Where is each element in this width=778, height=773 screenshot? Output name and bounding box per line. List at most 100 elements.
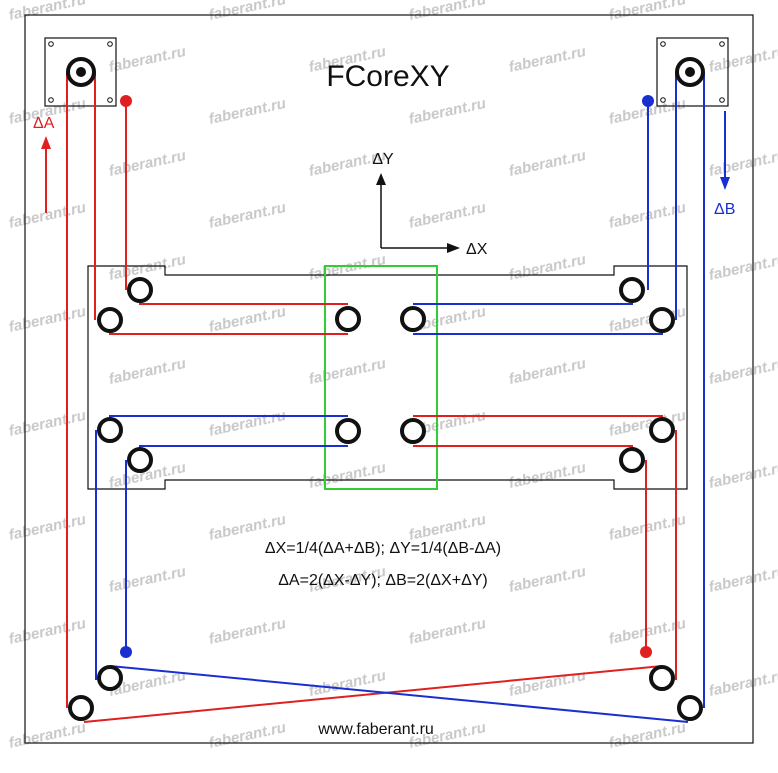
watermark: faberant.ru	[107, 563, 187, 596]
belt-a-segment	[139, 290, 348, 305]
idler-pulley	[400, 306, 426, 332]
idler-pulley	[97, 307, 123, 333]
watermark: faberant.ru	[307, 667, 387, 700]
watermark: faberant.ru	[707, 147, 778, 180]
watermark: faberant.ru	[707, 667, 778, 700]
mount-screw	[48, 97, 54, 103]
watermark: faberant.ru	[507, 251, 587, 284]
idler-pulley	[400, 418, 426, 444]
watermark: faberant.ru	[307, 251, 387, 284]
idler-pulley	[335, 418, 361, 444]
motor-a	[44, 37, 117, 107]
idler-pulley	[97, 665, 123, 691]
idler-pulley	[97, 417, 123, 443]
axis-x-label: ΔX	[466, 241, 488, 258]
watermark: faberant.ru	[7, 511, 87, 544]
mount-screw	[660, 41, 666, 47]
motor-b-mount	[656, 37, 729, 107]
watermark: faberant.ru	[507, 355, 587, 388]
belt-b-segment	[109, 665, 689, 723]
watermark: faberant.ru	[407, 95, 487, 128]
watermark: faberant.ru	[7, 0, 87, 24]
watermark: faberant.ru	[507, 563, 587, 596]
watermark: faberant.ru	[7, 407, 87, 440]
watermark: faberant.ru	[7, 303, 87, 336]
watermark: faberant.ru	[707, 355, 778, 388]
mount-screw	[660, 97, 666, 103]
belt-a-segment	[413, 445, 633, 460]
watermark: faberant.ru	[307, 459, 387, 492]
idler-pulley	[68, 695, 94, 721]
mount-screw	[107, 97, 113, 103]
motor-b-arrow	[720, 111, 730, 190]
watermark: faberant.ru	[707, 251, 778, 284]
idler-pulley	[619, 447, 645, 473]
motor-b	[656, 37, 729, 107]
watermark-layer: faberant.ru faberant.ru faberant.ru faberan…	[7, 0, 778, 752]
watermark: faberant.ru	[507, 147, 587, 180]
axis-x-arrow-icon	[447, 243, 460, 253]
watermark: faberant.ru	[707, 43, 778, 76]
watermark: faberant.ru	[207, 95, 287, 128]
formula-line-2: ΔA=2(ΔX-ΔY); ΔB=2(ΔX+ΔY)	[278, 572, 488, 589]
watermark: faberant.ru	[107, 147, 187, 180]
frame-border	[24, 14, 754, 744]
watermark: faberant.ru	[107, 251, 187, 284]
watermark: faberant.ru	[407, 511, 487, 544]
watermark: faberant.ru	[207, 0, 287, 24]
belt-a-anchor	[120, 95, 132, 107]
watermark: faberant.ru	[407, 0, 487, 24]
idler-pulley	[649, 417, 675, 443]
axis-y-label: ΔY	[372, 151, 394, 168]
watermark: faberant.ru	[407, 199, 487, 232]
watermark: faberant.ru	[707, 563, 778, 596]
belt-b-segment	[413, 290, 633, 305]
motor-b-pulley	[675, 57, 705, 87]
mount-screw	[719, 41, 725, 47]
idler-pulley	[619, 277, 645, 303]
idlers	[68, 277, 703, 721]
watermark: faberant.ru	[207, 407, 287, 440]
watermark: faberant.ru	[107, 355, 187, 388]
belt-a-anchor	[640, 646, 652, 658]
motor-b-label: ΔB	[714, 201, 735, 218]
watermark: faberant.ru	[507, 667, 587, 700]
footer-url: www.faberant.ru	[317, 721, 434, 738]
diagram-title: FCoreXY	[326, 60, 449, 93]
watermark: faberant.ru	[7, 199, 87, 232]
motor-a-arrow	[41, 136, 51, 213]
watermark: faberant.ru	[7, 719, 87, 752]
formula-line-1: ΔX=1/4(ΔA+ΔB); ΔY=1/4(ΔB-ΔA)	[265, 540, 501, 557]
gantry-beam	[87, 265, 688, 490]
axis-y-arrow-icon	[376, 173, 386, 185]
belt-b-segment	[139, 445, 348, 460]
belt-a-segment	[83, 665, 663, 723]
mount-screw	[107, 41, 113, 47]
watermark: faberant.ru	[207, 511, 287, 544]
belt-b-anchor	[120, 646, 132, 658]
axis-indicator	[376, 173, 460, 253]
arrow-up-icon	[41, 136, 51, 149]
watermark: faberant.ru	[207, 303, 287, 336]
watermark: faberant.ru	[7, 615, 87, 648]
watermark: faberant.ru	[407, 615, 487, 648]
belt-b-anchor	[642, 95, 654, 107]
idler-pulley	[335, 306, 361, 332]
watermark: faberant.ru	[207, 615, 287, 648]
watermark: faberant.ru	[107, 43, 187, 76]
watermark: faberant.ru	[507, 459, 587, 492]
idler-pulley	[649, 307, 675, 333]
watermark: faberant.ru	[707, 459, 778, 492]
watermark: faberant.ru	[507, 43, 587, 76]
watermark: faberant.ru	[207, 719, 287, 752]
arrow-down-icon	[720, 177, 730, 190]
watermark: faberant.ru	[607, 719, 687, 752]
idler-pulley	[127, 277, 153, 303]
motor-a-pulley	[66, 57, 96, 87]
watermark: faberant.ru	[207, 199, 287, 232]
idler-pulley	[649, 665, 675, 691]
mount-screw	[719, 97, 725, 103]
watermark: faberant.ru	[607, 0, 687, 24]
